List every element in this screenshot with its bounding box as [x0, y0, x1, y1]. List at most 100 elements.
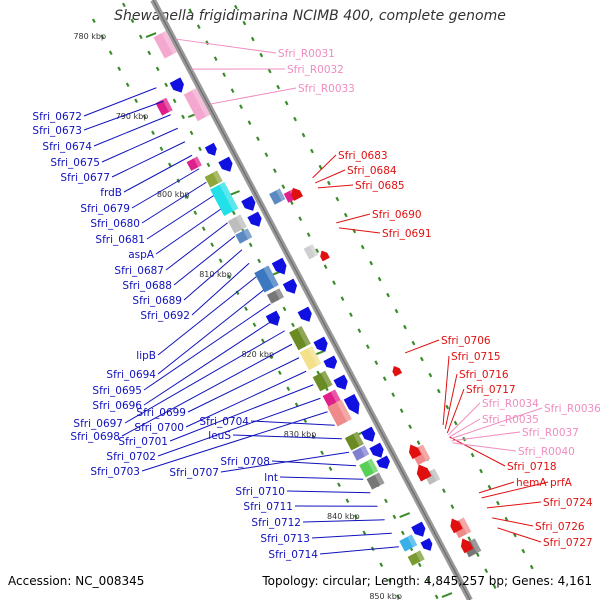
track-dash-1 [239, 104, 243, 109]
gene-box-0 [153, 30, 178, 59]
scale-tick [145, 32, 157, 39]
scale-label: 830 kbp [284, 430, 317, 439]
gene-box-23 [303, 244, 319, 260]
right-label-3: Sfri_0690 [372, 209, 422, 221]
scale-label: 800 kbp [157, 190, 190, 199]
minus-strand-gene-15 [376, 455, 390, 469]
track-dash-3 [201, 226, 206, 232]
plus-strand-gene-3 [408, 444, 422, 460]
right-label-6: Sfri_0715 [451, 351, 501, 363]
left-label-19-leader [121, 343, 293, 437]
track-dash-2 [130, 18, 135, 24]
track-dash-3 [134, 98, 139, 104]
track-dash-3 [117, 66, 122, 72]
track-dash-3 [168, 162, 172, 168]
rna-label-0: Sfri_R0031 [278, 48, 335, 60]
track-dash-2 [155, 66, 160, 72]
left-label-3-leader [101, 127, 178, 163]
rna-label-4: Sfri_R0035 [482, 414, 539, 426]
gene-box-11 [299, 345, 322, 371]
track-dash-2 [164, 82, 169, 88]
track-dash-1 [298, 216, 303, 221]
right-label-9: Sfri_0718 [507, 461, 557, 473]
track-dash-1 [332, 280, 336, 285]
plus-strand-gene-0 [291, 187, 304, 201]
track-dash-1 [281, 184, 286, 189]
track-dash-3 [345, 498, 350, 504]
minus-strand-gene-7 [265, 310, 280, 326]
left-label-27: Sfri_0707 [169, 467, 219, 479]
track-dash-0 [445, 404, 450, 410]
right-label-6-leader [442, 355, 450, 425]
track-dash-0 [293, 116, 297, 122]
left-label-6: Sfri_0679 [80, 203, 130, 215]
left-label-20: Sfri_0699 [136, 407, 186, 419]
right-label-14: Sfri_0727 [543, 537, 593, 549]
track-dash-1 [222, 72, 227, 77]
track-dash-0 [369, 260, 374, 266]
track-dash-2 [291, 322, 295, 328]
track-dash-3 [193, 210, 198, 216]
minus-strand-gene-5 [271, 257, 287, 275]
track-dash-2 [400, 530, 405, 536]
rna-label-3: Sfri_R0034 [482, 398, 539, 410]
track-dash-1 [492, 584, 497, 589]
left-label-3: Sfri_0675 [50, 157, 100, 169]
right-label-7: Sfri_0716 [459, 369, 509, 381]
genome-title: Shewanella frigidimarina NCIMB 400, comp… [114, 8, 506, 24]
track-dash-3 [396, 594, 401, 600]
right-label-5: Sfri_0706 [441, 335, 491, 347]
left-label-30-leader [286, 490, 371, 494]
left-label-24: Sfri_0703 [90, 466, 140, 478]
left-label-4-leader [111, 141, 186, 178]
track-dash-0 [276, 84, 281, 90]
track-dash-1 [289, 200, 294, 205]
left-label-8: Sfri_0681 [95, 234, 145, 246]
gene-box-10 [289, 325, 311, 351]
left-label-33: Sfri_0713 [260, 533, 310, 545]
track-dash-3 [277, 370, 282, 376]
right-label-2: Sfri_0685 [355, 180, 405, 192]
track-dash-2 [138, 34, 143, 40]
track-dash-1 [475, 552, 480, 557]
track-dash-3 [125, 82, 130, 88]
left-label-11: Sfri_0688 [122, 280, 172, 292]
gene-box-7 [235, 228, 253, 244]
left-label-2: Sfri_0674 [42, 141, 92, 153]
track-dash-1 [306, 232, 311, 237]
rna-label-2: Sfri_R0033 [298, 83, 355, 95]
gene-box-13 [322, 389, 341, 407]
gene-box-19 [399, 534, 418, 552]
gene-box-17 [359, 458, 379, 478]
track-dash-1 [442, 488, 446, 493]
track-dash-3 [320, 450, 324, 456]
left-label-24-leader [141, 411, 328, 472]
track-dash-1 [408, 424, 413, 429]
left-label-16-leader [143, 303, 271, 391]
right-label-13: Sfri_0726 [535, 521, 585, 533]
right-label-13-leader [492, 517, 534, 527]
gene-box-14 [327, 399, 352, 427]
left-label-11-leader [173, 235, 236, 286]
minus-strand-gene-17 [420, 537, 433, 551]
left-label-14: lipB [136, 350, 156, 362]
track-dash-3 [227, 274, 231, 280]
track-dash-0 [284, 100, 289, 106]
left-label-14-leader [157, 276, 257, 356]
track-dash-3 [252, 322, 257, 328]
minus-strand-gene-6 [282, 278, 298, 294]
track-dash-0 [479, 468, 483, 474]
left-label-0: Sfri_0672 [32, 111, 82, 123]
left-label-5-leader [123, 154, 193, 193]
left-label-25: Sfri_0704 [199, 416, 249, 428]
minus-strand-gene-14 [369, 442, 384, 458]
track-dash-2 [147, 50, 152, 56]
gene-box-9 [266, 288, 284, 304]
scale-label: 850 kbp [369, 592, 402, 600]
minus-strand-gene-13 [360, 426, 376, 442]
track-dash-0 [436, 388, 441, 394]
track-dash-3 [142, 114, 147, 120]
right-label-4-leader [338, 227, 381, 234]
track-dash-2 [417, 562, 422, 568]
left-label-1-leader [83, 100, 164, 131]
